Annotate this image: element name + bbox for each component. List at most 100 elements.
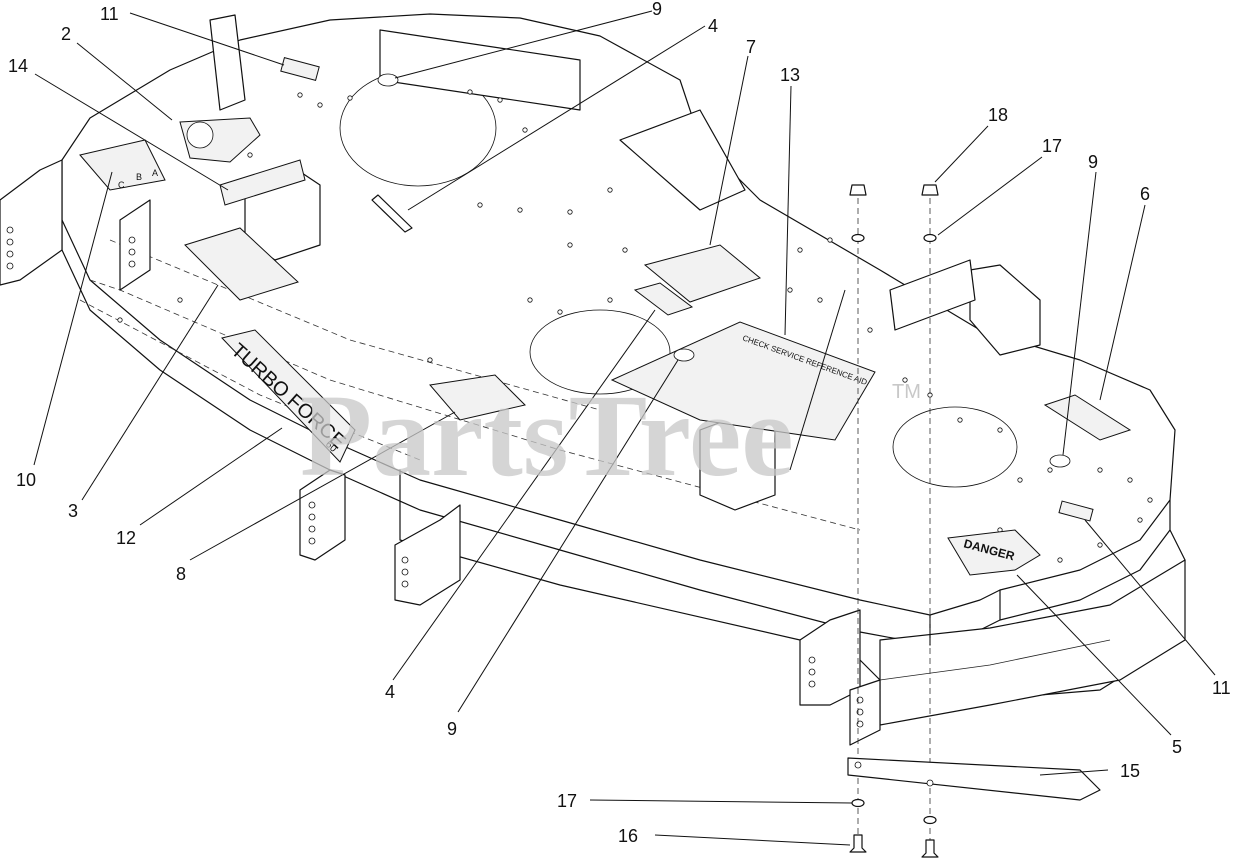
callout-18: 18 (988, 105, 1008, 125)
washer-bottom-left (851, 798, 865, 808)
decal-8 (429, 374, 526, 421)
deck-front-skirt (61, 219, 1171, 646)
mounting-hole (1137, 517, 1143, 523)
mounting-hole (567, 242, 573, 248)
locknut-right (921, 184, 939, 196)
svg-text:C: C (118, 180, 125, 190)
callout-14: 14 (8, 56, 28, 76)
decal-4-strip (371, 194, 413, 233)
callout-12: 12 (116, 528, 136, 548)
mounting-hole (1057, 557, 1063, 563)
leader-lines (33, 10, 1216, 846)
mounting-hole (607, 187, 613, 193)
mounting-hole (347, 95, 353, 101)
mounting-hole (787, 287, 793, 293)
danger-decal: DANGER (947, 529, 1041, 576)
adjustment-holes (6, 226, 864, 728)
mounting-hole (557, 309, 563, 315)
decal-14 (219, 159, 306, 206)
washer-top-left (851, 233, 865, 243)
plug-cap-right (1049, 454, 1071, 468)
spindle-mount-right (969, 264, 1041, 356)
mounting-hole (1127, 477, 1133, 483)
front-hanger-far-right (849, 679, 881, 746)
callout-11: 11 (1212, 678, 1231, 698)
pulley-bracket-center (379, 29, 581, 111)
washer-bottom-right (923, 815, 937, 825)
callout-10: 10 (16, 470, 36, 490)
mounting-hole (527, 297, 533, 303)
decal-7-strip (633, 282, 694, 316)
callout-15: 15 (1120, 761, 1140, 781)
rear-bracket-left (0, 159, 63, 286)
callout-8: 8 (176, 564, 186, 584)
callout-13: 13 (780, 65, 800, 85)
mounting-hole (247, 152, 253, 158)
callout-4: 4 (708, 16, 718, 36)
mounting-hole (177, 297, 183, 303)
mounting-hole (902, 377, 908, 383)
mounting-hole (1147, 497, 1153, 503)
pulley-bracket-rear (209, 14, 246, 111)
plug-cap-center (673, 348, 695, 362)
svg-text:A: A (152, 168, 158, 178)
callout-7: 7 (746, 37, 756, 57)
callout-3: 3 (68, 501, 78, 521)
mounting-hole (1017, 477, 1023, 483)
mounting-hole (827, 237, 833, 243)
mower-deck (0, 13, 1186, 746)
mounting-hole (522, 127, 528, 133)
decal-11-front (1058, 500, 1094, 522)
rear-bracket-mid (119, 199, 151, 291)
bolt-left (849, 834, 867, 853)
callout-16: 16 (618, 826, 638, 846)
idler-bracket (619, 109, 746, 211)
callout-labels: 11 9 4 2 14 7 13 18 17 9 6 10 3 12 8 4 9… (8, 0, 1231, 846)
mounting-hole (797, 247, 803, 253)
mounting-hole (317, 102, 323, 108)
mounting-hole (1097, 542, 1103, 548)
mounting-hole (467, 89, 473, 95)
callout-6: 6 (1140, 184, 1150, 204)
mounting-hole (622, 247, 628, 253)
decal-6 (1043, 394, 1132, 441)
mounting-hole (117, 317, 123, 323)
callout-11: 11 (100, 4, 119, 24)
plug-cap-rear (377, 73, 399, 87)
mounting-hole (1047, 467, 1053, 473)
blade-opening-right (892, 406, 1018, 488)
mounting-hole (957, 417, 963, 423)
baffle-plate (847, 757, 1101, 801)
callout-2: 2 (61, 24, 71, 44)
front-hanger-center (394, 504, 461, 606)
deck-holes (117, 89, 1153, 563)
mounting-hole (817, 297, 823, 303)
hardware-assembly (847, 184, 1101, 858)
bolt-right (921, 839, 939, 858)
callout-5: 5 (1172, 737, 1182, 757)
mounting-hole (567, 209, 573, 215)
decal-7 (643, 244, 762, 303)
callout-9: 9 (447, 719, 457, 739)
mounting-hole (607, 297, 613, 303)
decal-10-height (79, 139, 166, 191)
callout-4: 4 (385, 682, 395, 702)
mounting-hole (427, 357, 433, 363)
locknut-left (849, 184, 867, 196)
callout-17: 17 (1042, 136, 1062, 156)
callout-17: 17 (557, 791, 577, 811)
mounting-hole (497, 97, 503, 103)
callout-9: 9 (652, 0, 662, 19)
svg-text:B: B (136, 172, 142, 182)
belt-cover-plate (889, 259, 976, 331)
mounting-hole (477, 202, 483, 208)
mounting-hole (867, 327, 873, 333)
callout-9: 9 (1088, 152, 1098, 172)
mounting-hole (1097, 467, 1103, 473)
watermark: PartsTree (300, 370, 794, 501)
mounting-hole (517, 207, 523, 213)
washer-top-right (923, 233, 937, 243)
watermark-tm: TM (892, 381, 921, 403)
